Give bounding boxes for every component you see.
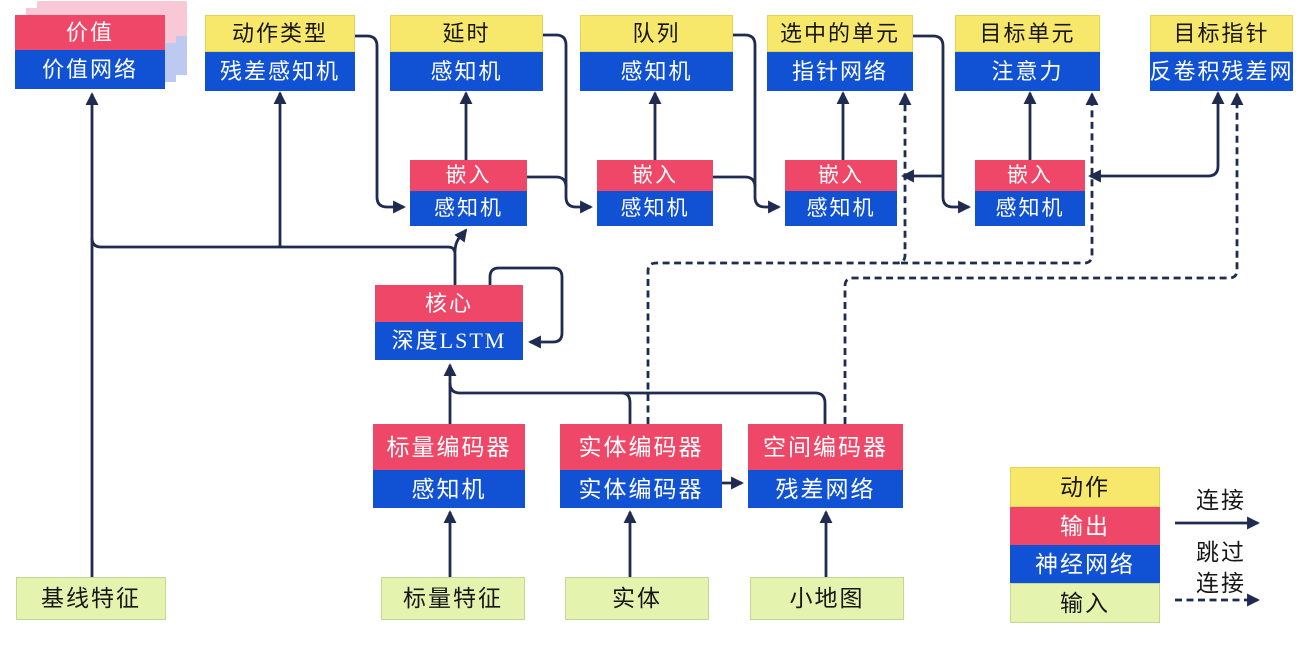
box-selected-units: 选中的单元 指针网络	[767, 15, 913, 91]
box-entity-encoder: 实体编码器 实体编码器	[560, 424, 722, 508]
box-entity-input: 实体	[565, 577, 709, 620]
entity-encoder-network-label: 实体编码器	[560, 470, 722, 508]
box-spatial-encoder: 空间编码器 残差网络	[748, 424, 903, 508]
spatial-encoder-network-label: 残差网络	[748, 470, 903, 508]
delay-action-label: 延时	[390, 15, 543, 52]
scalar-encoder-network-label: 感知机	[373, 470, 525, 508]
box-action-type: 动作类型 残差感知机	[205, 15, 355, 91]
conn-embed1-right-merge	[527, 175, 568, 188]
skip-spatial-to-target-pointer	[843, 92, 1244, 424]
target-unit-action-label: 目标单元	[955, 15, 1100, 52]
legend-connection-label: 连接	[1196, 488, 1246, 513]
box-target-unit: 目标单元 注意力	[955, 15, 1100, 91]
target-pointer-network-label: 反卷积残差网	[1150, 52, 1293, 91]
entity-encoder-output-label: 实体编码器	[560, 424, 722, 470]
core-output-label: 核心	[375, 285, 523, 322]
conn-core-output-bus	[90, 237, 457, 285]
queue-action-label: 队列	[580, 15, 733, 52]
box-embed-3: 嵌入 感知机	[785, 160, 897, 226]
scalar-encoder-output-label: 标量编码器	[373, 424, 525, 470]
skip-branch-to-target-unit	[901, 92, 1099, 265]
action-type-action-label: 动作类型	[205, 15, 355, 52]
embed1-network-label: 感知机	[410, 191, 527, 226]
conn-entity-encoder-riser	[621, 391, 632, 424]
skip-entity-to-selected-units	[646, 92, 912, 424]
embed4-network-label: 感知机	[975, 191, 1085, 226]
box-embed-2: 嵌入 感知机	[597, 160, 713, 226]
box-target-pointer: 目标指针 反卷积残差网	[1150, 15, 1293, 91]
conn-encoder-bus	[448, 382, 827, 424]
delay-network-label: 感知机	[390, 52, 543, 91]
embed4-output-label: 嵌入	[975, 160, 1085, 191]
conn-queue-to-embed3	[733, 33, 781, 214]
conn-core-self-loop	[488, 266, 564, 349]
box-delay: 延时 感知机	[390, 15, 543, 91]
spatial-encoder-output-label: 空间编码器	[748, 424, 903, 470]
entity-input-label: 实体	[565, 577, 709, 620]
box-baseline-features: 基线特征	[16, 577, 166, 620]
box-embed-4: 嵌入 感知机	[975, 160, 1085, 226]
action-type-network-label: 残差感知机	[205, 52, 355, 91]
legend-color-key: 动作 输出 神经网络 输入	[1010, 467, 1160, 623]
conn-action-type-to-embed1	[355, 34, 406, 214]
target-pointer-action-label: 目标指针	[1150, 15, 1293, 52]
conn-delay-to-embed2	[543, 33, 593, 214]
target-unit-network-label: 注意力	[955, 52, 1100, 91]
box-queue: 队列 感知机	[580, 15, 733, 91]
conn-embed2-right-merge	[713, 175, 757, 188]
embed2-output-label: 嵌入	[597, 160, 713, 191]
conn-selected-units-to-embed4	[913, 34, 971, 214]
box-core: 核心 深度LSTM	[375, 285, 523, 360]
selected-units-network-label: 指针网络	[767, 52, 913, 91]
box-scalar-encoder: 标量编码器 感知机	[373, 424, 525, 508]
box-value: 价值 价值网络	[15, 15, 165, 89]
scalar-features-label: 标量特征	[381, 577, 525, 620]
minimap-input-label: 小地图	[750, 577, 904, 620]
legend-skip-label-line2: 连接	[1196, 571, 1246, 596]
baseline-features-label: 基线特征	[16, 577, 166, 620]
embed2-network-label: 感知机	[597, 191, 713, 226]
value-network-label: 价值网络	[15, 50, 165, 89]
selected-units-action-label: 选中的单元	[767, 15, 913, 52]
box-embed-1: 嵌入 感知机	[410, 160, 527, 226]
legend-action-label: 动作	[1010, 467, 1160, 507]
box-scalar-features: 标量特征	[381, 577, 525, 620]
conn-embed4-target-pointer-bidirectional	[1088, 91, 1225, 183]
embed3-network-label: 感知机	[785, 191, 897, 226]
legend-skip-label-line1: 跳过	[1196, 540, 1246, 565]
embed1-output-label: 嵌入	[410, 160, 527, 191]
legend-network-label: 神经网络	[1010, 545, 1160, 583]
legend-output-label: 输出	[1010, 507, 1160, 545]
embed3-output-label: 嵌入	[785, 160, 897, 191]
legend-input-label: 输入	[1010, 583, 1160, 623]
value-output-label: 价值	[15, 15, 165, 50]
box-minimap-input: 小地图	[750, 577, 904, 620]
core-network-label: 深度LSTM	[375, 322, 523, 360]
conn-bus-to-embed1	[453, 228, 468, 253]
queue-network-label: 感知机	[580, 52, 733, 91]
